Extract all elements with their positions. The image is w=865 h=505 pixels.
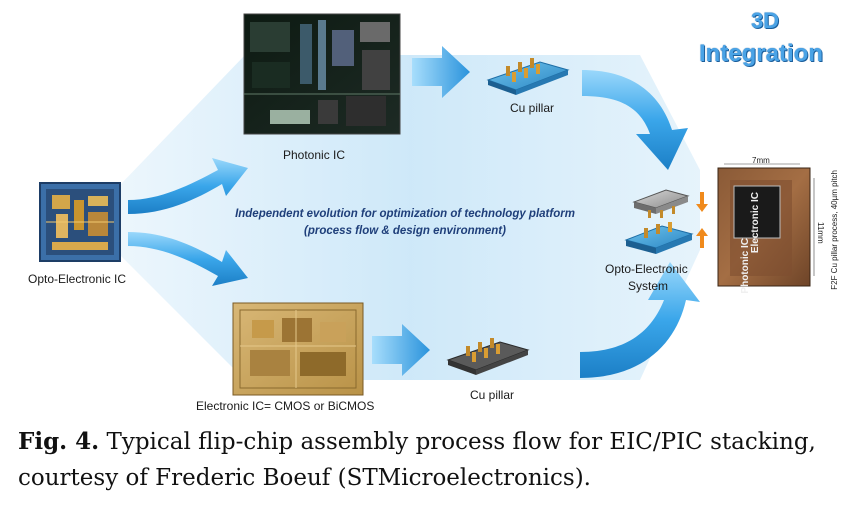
arrow-bottom-to-system bbox=[580, 262, 700, 378]
figure-caption: Fig. 4. Typical flip-chip assembly proce… bbox=[18, 424, 858, 496]
background-glow bbox=[120, 55, 700, 380]
die-electronic-label: Electronic IC bbox=[750, 192, 761, 254]
electronic-ic-image bbox=[232, 302, 364, 396]
arrow-up-curve bbox=[128, 158, 248, 214]
cu-pillar-bottom-label: Cu pillar bbox=[470, 388, 515, 402]
opto-electronic-system-image bbox=[624, 189, 708, 254]
die-width-label: 7mm bbox=[752, 156, 770, 165]
stacked-die-photo bbox=[717, 163, 815, 287]
figure-caption-text: Typical flip-chip assembly process flow … bbox=[18, 429, 816, 491]
cu-pillar-top-image bbox=[486, 58, 570, 95]
title-integration: Integration bbox=[699, 40, 823, 67]
center-annotation-line2: (process flow & design environment) bbox=[304, 225, 506, 237]
arrow-to-cu-pillar-top bbox=[412, 46, 470, 98]
die-height-label: 11mm bbox=[816, 222, 825, 244]
photonic-ic-image bbox=[243, 13, 401, 135]
figure-label: Fig. 4. bbox=[18, 428, 100, 455]
electronic-ic-label: Electronic IC= CMOS or BiCMOS bbox=[196, 399, 375, 413]
opto-electronic-system-label-line2: System bbox=[628, 279, 669, 293]
opto-electronic-ic-image bbox=[39, 182, 121, 262]
die-photonic-label: Photonic IC bbox=[740, 238, 751, 294]
cu-pillar-bottom-image bbox=[446, 338, 530, 375]
photonic-ic-label: Photonic IC bbox=[283, 148, 346, 162]
opto-electronic-system-label-line1: Opto-Electronic bbox=[605, 262, 688, 276]
center-annotation: Independent evolution for optimization o… bbox=[190, 206, 620, 240]
arrow-top-to-system bbox=[582, 70, 688, 170]
cu-pillar-top-label: Cu pillar bbox=[510, 101, 555, 115]
arrow-to-cu-pillar-bottom bbox=[372, 324, 430, 376]
arrow-down-curve bbox=[128, 232, 248, 286]
die-side-note: F2F Cu pillar process, 40µm pitch bbox=[830, 170, 839, 290]
center-annotation-line1: Independent evolution for optimization o… bbox=[235, 208, 575, 220]
opto-electronic-ic-label: Opto-Electronic IC bbox=[28, 272, 127, 286]
title-3d: 3D bbox=[750, 8, 780, 33]
